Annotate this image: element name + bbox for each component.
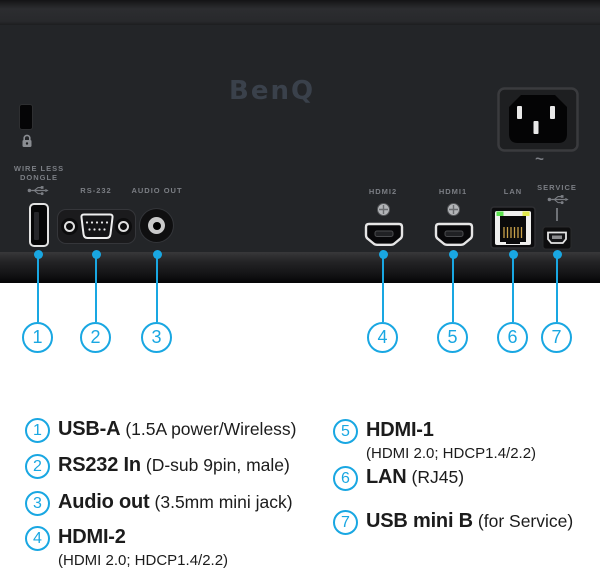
- callout-circle-2: 2: [80, 322, 111, 353]
- legend-name: HDMI-1: [366, 419, 434, 441]
- audio-out-jack: [140, 209, 173, 242]
- legend-num-6: 6: [333, 466, 358, 491]
- callout-dot-1: [33, 250, 43, 259]
- dsub-9pin-connector: [80, 213, 114, 239]
- callout-circle-4: 4: [367, 322, 398, 353]
- callout-line-2: [95, 255, 97, 322]
- usb-icon: [27, 186, 49, 196]
- audio-jack-ring: [148, 217, 165, 234]
- legend-detail: (RJ45): [411, 467, 465, 487]
- callout-dot-3: [152, 250, 162, 259]
- legend-item-hdmi-2: 4 HDMI-2 (HDMI 2.0; HDCP1.4/2.2): [25, 525, 228, 570]
- usb-a-port: [29, 203, 49, 247]
- lan-led-yellow: [522, 211, 530, 216]
- legend-name: Audio out: [58, 491, 150, 513]
- kensington-lock-slot: [20, 105, 32, 129]
- callout-dot-4: [378, 250, 388, 259]
- brand-logo: BenQ: [229, 76, 316, 106]
- legend-item-hdmi-1: 5 HDMI-1 (HDMI 2.0; HDCP1.4/2.2): [333, 418, 536, 463]
- legend-item-audio-out: 3 Audio out(3.5mm mini jack): [25, 490, 293, 516]
- legend-item-usb-mini-b: 7 USB mini B(for Service): [333, 509, 573, 535]
- legend-num-7: 7: [333, 510, 358, 535]
- legend-name: RS232 In: [58, 454, 141, 476]
- hdmi1-port: [434, 222, 474, 246]
- callout-line-3: [156, 255, 158, 322]
- legend-item-lan: 6 LAN(RJ45): [333, 465, 464, 491]
- legend-name: USB mini B: [366, 510, 473, 532]
- legend-name: USB-A: [58, 418, 121, 440]
- projector-back-panel: BenQ WIRE LESS DONGLE RS-232: [0, 0, 600, 283]
- callout-line-7: [556, 255, 558, 322]
- audio-jack-hole: [152, 221, 161, 230]
- legend-num-3: 3: [25, 491, 50, 516]
- callout-dot-5: [448, 250, 458, 259]
- callout-circle-5: 5: [437, 322, 468, 353]
- usb-mini-b-port: [542, 226, 572, 250]
- legend-detail: (1.5A power/Wireless): [125, 419, 297, 439]
- callout-line-6: [512, 255, 514, 322]
- callout-dot-2: [91, 250, 101, 259]
- lock-icon: [22, 134, 32, 147]
- legend-detail: (3.5mm mini jack): [154, 492, 293, 512]
- legend-detail: (D-sub 9pin, male): [145, 455, 290, 475]
- legend-item-rs232: 2 RS232 In(D-sub 9pin, male): [25, 453, 290, 479]
- callout-dot-6: [508, 250, 518, 259]
- callout-line-1: [37, 255, 39, 322]
- legend-num-2: 2: [25, 454, 50, 479]
- callout-line-5: [452, 255, 454, 322]
- service-label: SERVICE: [537, 183, 577, 192]
- hdmi1-label: HDMI1: [438, 187, 468, 196]
- rs232-port: [58, 210, 135, 243]
- legend-num-5: 5: [333, 419, 358, 444]
- legend-num-1: 1: [25, 418, 50, 443]
- callout-line-4: [382, 255, 384, 322]
- rs232-left-screw: [61, 218, 78, 235]
- usb-a-tongue: [34, 212, 39, 240]
- rs232-label: RS-232: [80, 186, 112, 195]
- legend-subdetail: (HDMI 2.0; HDCP1.4/2.2): [58, 552, 229, 569]
- callout-circle-1: 1: [22, 322, 53, 353]
- hdmi1-screw: [447, 203, 460, 216]
- usb-icon: [547, 195, 569, 205]
- callout-circle-7: 7: [541, 322, 572, 353]
- callout-circle-3: 3: [141, 322, 172, 353]
- legend-num-4: 4: [25, 526, 50, 551]
- lan-led-green: [496, 211, 504, 216]
- hdmi2-port: [364, 222, 404, 246]
- hdmi2-screw: [377, 203, 390, 216]
- lan-label: LAN: [503, 187, 523, 196]
- lan-rj45-port: [490, 206, 536, 249]
- hdmi2-label: HDMI2: [368, 187, 398, 196]
- callout-dot-7: [552, 250, 562, 259]
- legend-name: HDMI-2: [58, 526, 126, 548]
- legend-subdetail: (HDMI 2.0; HDCP1.4/2.2): [366, 445, 537, 462]
- legend-detail: (for Service): [477, 511, 574, 531]
- panel-top-bevel: [0, 0, 600, 25]
- callout-circle-6: 6: [497, 322, 528, 353]
- ac-symbol: ~: [535, 151, 545, 168]
- service-pointer-line: [556, 208, 558, 221]
- wireless-dongle-label: WIRE LESS DONGLE: [13, 164, 65, 182]
- audio-out-label: AUDIO OUT: [131, 186, 183, 195]
- rs232-right-screw: [115, 218, 132, 235]
- legend-name: LAN: [366, 466, 407, 488]
- legend-item-usb-a: 1 USB-A(1.5A power/Wireless): [25, 417, 297, 443]
- ac-power-inlet: [497, 87, 579, 152]
